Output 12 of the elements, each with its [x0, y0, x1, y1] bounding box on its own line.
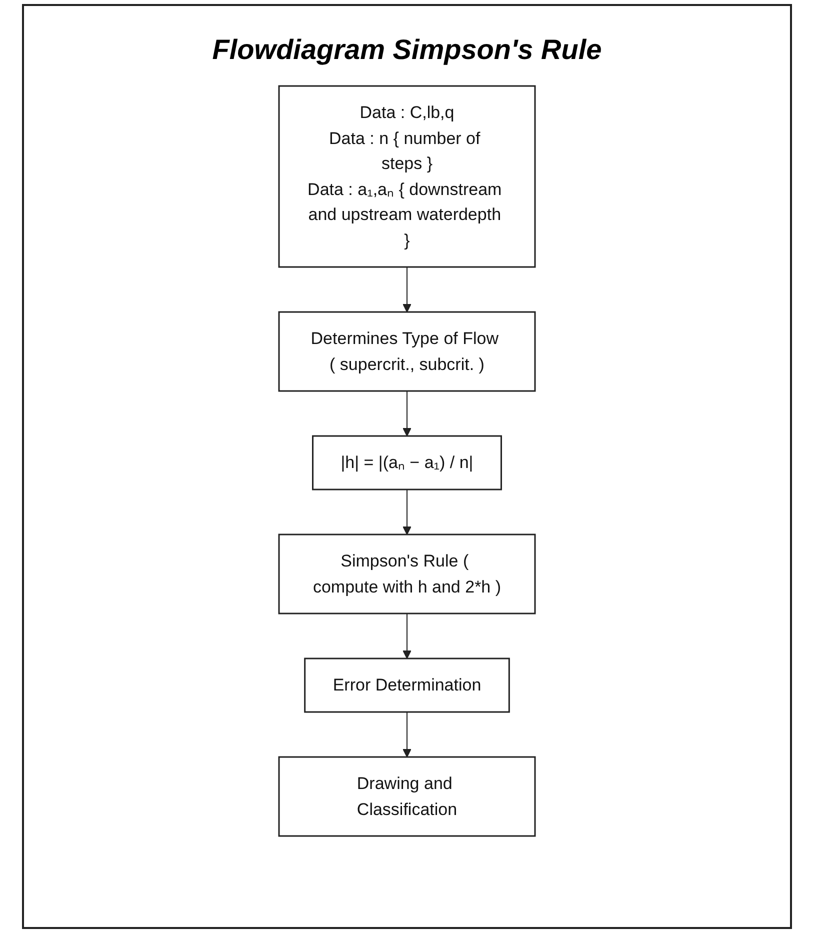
node-box: Data : C,lb,q Data : n { number of steps } Data : a₁,aₙ { downstream and upstream waterdepth } [278, 85, 536, 268]
diagram-title: Flowdiagram Simpson's Rule [211, 34, 603, 66]
arrow [402, 712, 412, 758]
arrow [402, 266, 412, 312]
arrow [402, 613, 412, 659]
node-box: Drawing and Classification [278, 756, 536, 837]
arrow [402, 390, 412, 436]
node-box: Error Determination [304, 658, 510, 713]
arrow [402, 489, 412, 535]
node-box: Simpson's Rule ( compute with h and 2*h ) [278, 534, 536, 614]
node-box: Determines Type of Flow ( supercrit., subcrit. ) [278, 311, 536, 392]
node-box: |h| = |(aₙ − a₁) / n| [312, 435, 502, 490]
